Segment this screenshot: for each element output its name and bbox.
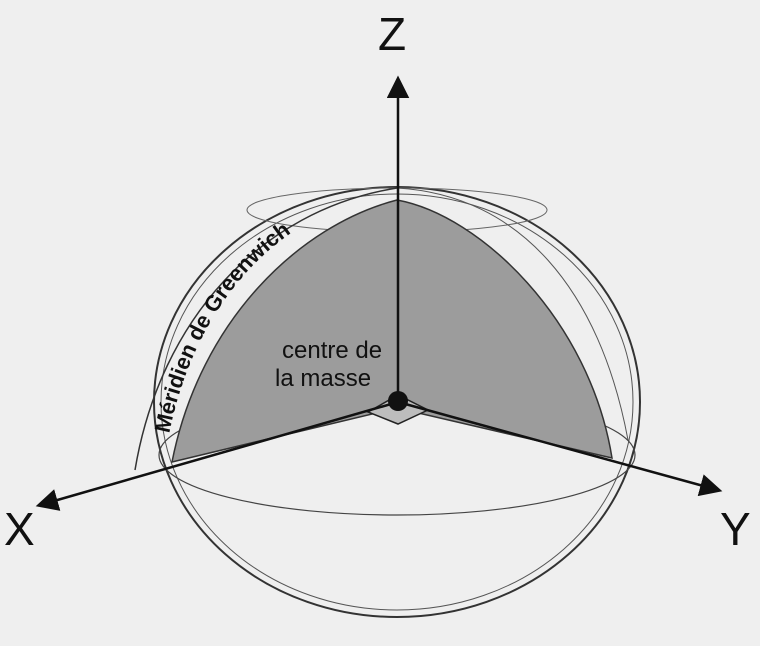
x-axis-label: X (4, 503, 35, 555)
x-axis (35, 400, 399, 511)
centre-label-line1: centre de (282, 337, 382, 364)
centre-of-mass-dot (388, 391, 408, 411)
z-axis-label: Z (378, 8, 406, 60)
greenwich-meridian-arc (134, 187, 398, 471)
right-meridian-arc (396, 187, 629, 441)
y-axis (397, 400, 723, 497)
centre-label-line2: la masse (275, 365, 371, 392)
y-axis-label: Y (720, 503, 751, 555)
